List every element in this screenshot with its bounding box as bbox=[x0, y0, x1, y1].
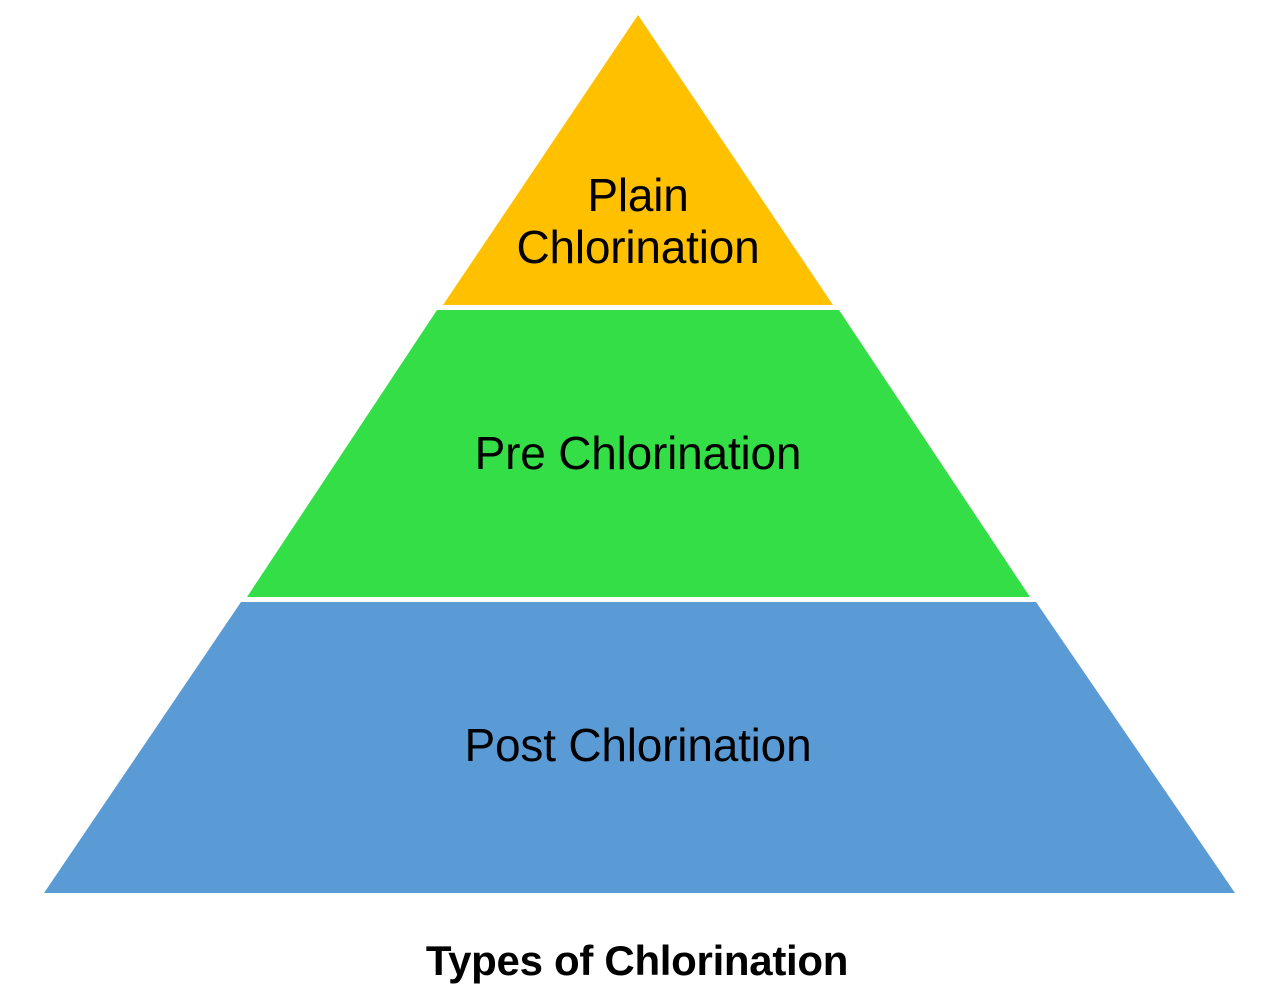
diagram-caption: Types of Chlorination bbox=[425, 937, 849, 984]
pyramid-tier-middle-shape[interactable] bbox=[247, 310, 1030, 597]
pyramid-tier-top-shape[interactable] bbox=[443, 15, 833, 305]
pyramid-tier-bottom-shape[interactable] bbox=[44, 602, 1235, 893]
